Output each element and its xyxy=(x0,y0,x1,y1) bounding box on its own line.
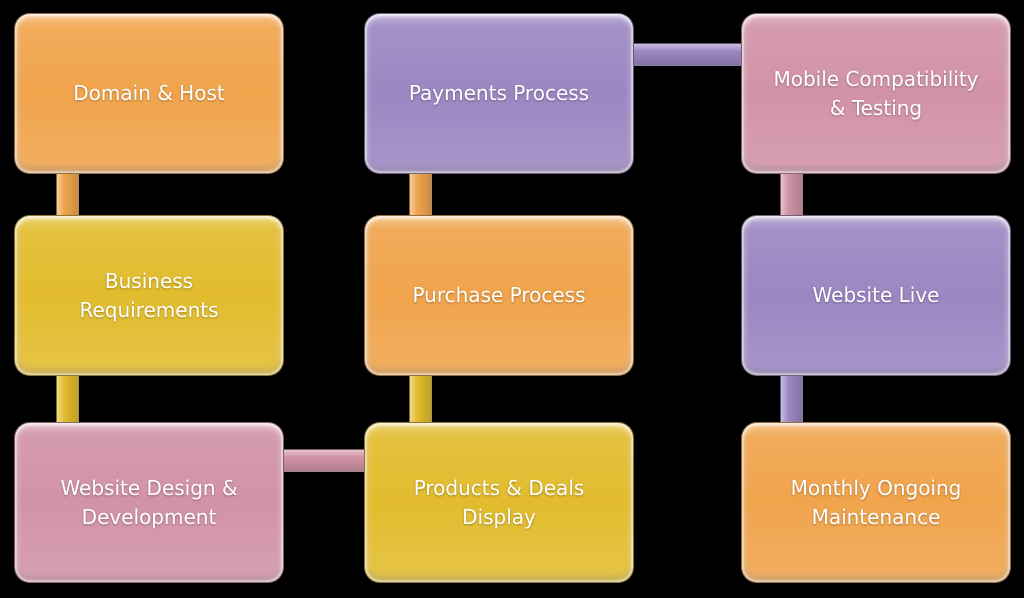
node-monthly-ongoing-maintenance-label: Monthly Ongoing Maintenance xyxy=(790,475,962,529)
connector-payments-process-to-mobile-compatibility xyxy=(620,43,755,66)
node-domain-host: Domain & Host xyxy=(14,13,284,174)
connector-website-design-to-products-deals xyxy=(270,449,378,472)
node-business-requirements: Business Requirements xyxy=(14,215,284,376)
node-mobile-compatibility-testing: Mobile Compatibility & Testing xyxy=(741,13,1011,174)
node-products-deals-display: Products & Deals Display xyxy=(364,422,634,583)
connector-business-requirements-to-website-design xyxy=(56,366,79,432)
node-purchase-process-label: Purchase Process xyxy=(412,283,586,307)
node-products-deals-display-label: Products & Deals Display xyxy=(413,475,585,529)
node-purchase-process: Purchase Process xyxy=(364,215,634,376)
node-payments-process: Payments Process xyxy=(364,13,634,174)
node-business-requirements-label: Business Requirements xyxy=(79,268,219,322)
node-mobile-compatibility-testing-label: Mobile Compatibility & Testing xyxy=(773,66,979,120)
node-website-design-development: Website Design & Development xyxy=(14,422,284,583)
node-website-design-development-label: Website Design & Development xyxy=(60,475,238,529)
node-website-live-label: Website Live xyxy=(812,283,940,307)
connector-domain-host-to-business-requirements xyxy=(56,165,79,225)
node-payments-process-label: Payments Process xyxy=(408,81,590,105)
node-monthly-ongoing-maintenance: Monthly Ongoing Maintenance xyxy=(741,422,1011,583)
connector-website-live-to-monthly-maintenance xyxy=(780,366,803,432)
node-website-live: Website Live xyxy=(741,215,1011,376)
node-domain-host-label: Domain & Host xyxy=(73,81,225,105)
